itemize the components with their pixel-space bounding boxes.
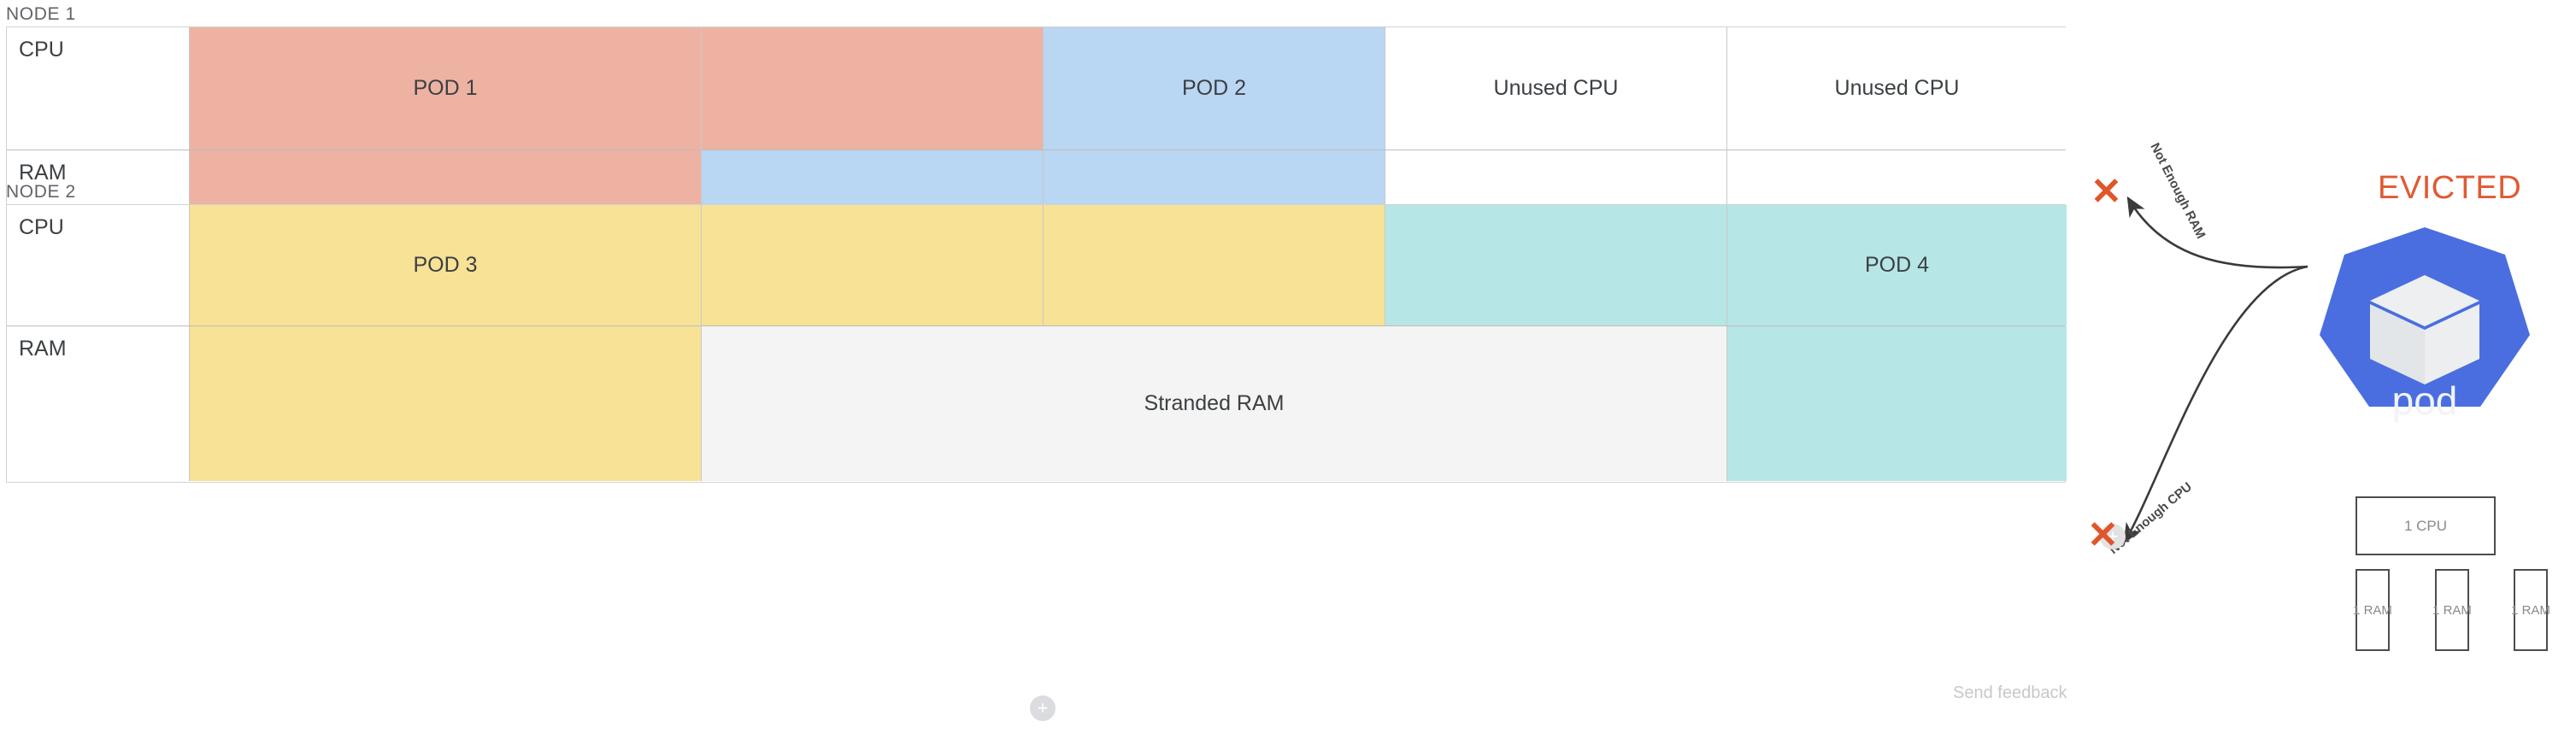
node-2-ram-cell-pod4[interactable] bbox=[1727, 326, 2067, 481]
pod-resource-ram-box-1: 1 RAM bbox=[2353, 569, 2392, 651]
send-feedback-link[interactable]: Send feedback bbox=[1953, 683, 2067, 702]
evicted-status-badge: EVICTED bbox=[2378, 170, 2522, 206]
node-1-cpu-row: CPU POD 1 POD 2 Unused CPU Unused CPU bbox=[7, 27, 2067, 150]
pod-resource-ram-box-2: 1 RAM bbox=[2432, 569, 2472, 651]
node-2-ram-cell-stranded[interactable]: Stranded RAM bbox=[702, 326, 1727, 481]
node-2-cpu-cell-pod3[interactable]: POD 3 bbox=[190, 205, 702, 326]
edge-label-not-enough-ram: Not Enough RAM bbox=[2147, 140, 2208, 242]
node-2-cpu-cell-pod3-c[interactable] bbox=[1044, 205, 1385, 326]
x-marker-cpu: ✕ bbox=[2087, 514, 2119, 556]
node-2-cpu-row-header: CPU bbox=[7, 205, 190, 326]
node-2-cpu-row: CPU POD 3 POD 4 bbox=[7, 205, 2067, 326]
node-2-cpu-cell-pod4-a[interactable] bbox=[1385, 205, 1727, 326]
kubernetes-pod-logo: pod bbox=[2318, 226, 2532, 444]
node-2-ram-row-header: RAM bbox=[7, 326, 190, 481]
node-1-cpu-cell-unused-2[interactable]: Unused CPU bbox=[1727, 27, 2067, 150]
x-marker-ram: ✕ bbox=[2091, 171, 2122, 213]
pod-resource-cpu-box: 1 CPU bbox=[2355, 496, 2496, 555]
node-2-cpu-cell-pod4[interactable]: POD 4 bbox=[1727, 205, 2067, 326]
node-1-cpu-cell-unused-1[interactable]: Unused CPU bbox=[1385, 27, 1727, 150]
node-1-cpu-cell-pod2[interactable]: POD 2 bbox=[1044, 27, 1385, 150]
node-2-table: CPU POD 3 POD 4 RAM Stranded RAM bbox=[6, 204, 2067, 483]
node-2-label: NODE 2 bbox=[6, 182, 76, 202]
node-1-cpu-cell-pod1[interactable]: POD 1 bbox=[190, 27, 702, 150]
add-node-ghost-button[interactable]: + bbox=[2100, 524, 2126, 549]
node-1-cpu-cell-pod1-cont[interactable] bbox=[702, 27, 1044, 150]
arrow-not-enough-ram bbox=[2126, 196, 2308, 269]
pod-heptagon-icon bbox=[2320, 227, 2530, 407]
node-1-label: NODE 1 bbox=[6, 4, 76, 24]
arrow-not-enough-cpu bbox=[2123, 265, 2308, 544]
pod-resource-ram-box-3: 1 RAM bbox=[2511, 569, 2550, 651]
node-1-cpu-row-header: CPU bbox=[7, 27, 190, 150]
node-2-cpu-cell-pod3-b[interactable] bbox=[702, 205, 1044, 326]
node-2-ram-cell-pod3[interactable] bbox=[190, 326, 702, 481]
node-2-ram-row: RAM Stranded RAM bbox=[7, 326, 2067, 481]
add-button[interactable]: + bbox=[1030, 695, 1056, 721]
